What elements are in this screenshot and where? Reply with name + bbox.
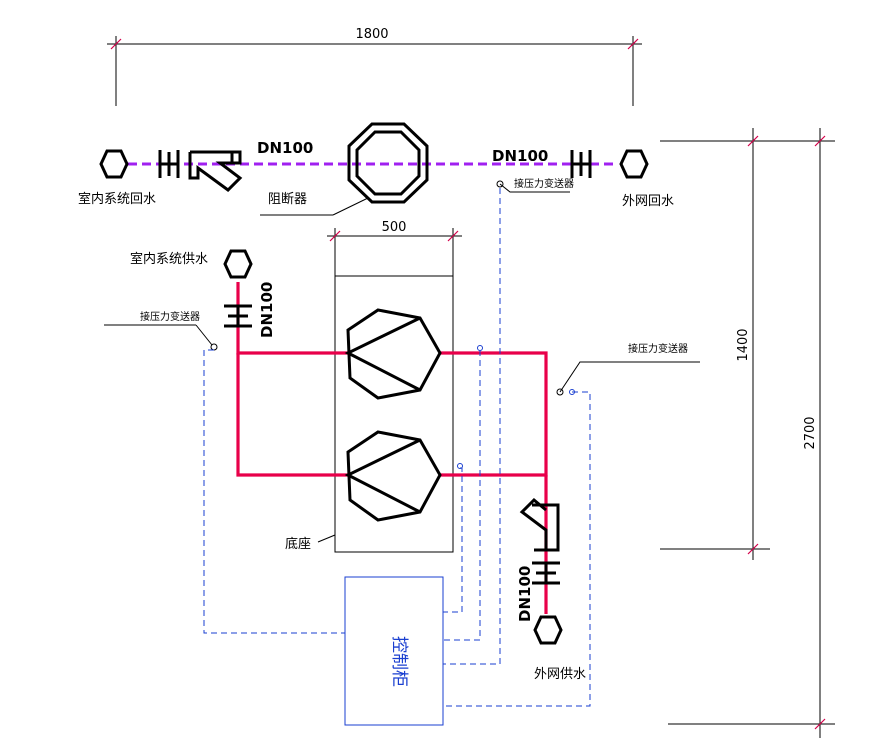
isolator-icon: 阻断器 — [260, 122, 429, 216]
supply-out-pressure-tap-icon: 接压力变送器 — [556, 342, 700, 396]
return-pressure-tap-icon: 接压力变送器 — [496, 177, 574, 193]
supply-valve-inlet-icon — [224, 304, 252, 328]
return-valve-right-icon — [570, 150, 592, 178]
indoor-supply-label: 室内系统供水 — [130, 251, 208, 267]
supply-valve-outlet-icon — [532, 561, 560, 585]
return-transmitter-label: 接压力变送器 — [514, 177, 574, 190]
supply-in-pressure-tap-icon: 接压力变送器 — [104, 310, 218, 351]
dn-return-right-label: DN100 — [492, 147, 548, 165]
isolator-label: 阻断器 — [268, 192, 307, 207]
return-strainer-left-icon — [188, 150, 243, 192]
base-label: 底座 — [285, 536, 311, 552]
indoor-return-port: 室内系统回水 — [78, 149, 156, 207]
supply-in-transmitter-label: 接压力变送器 — [140, 310, 200, 323]
dn-supply-out-label: DN100 — [516, 566, 534, 622]
supply-strainer-outlet-icon — [519, 497, 560, 552]
pump-lower-icon — [344, 430, 442, 522]
control-cabinet-label: 控制柜 — [389, 636, 409, 687]
outdoor-return-port: 外网回水 — [619, 149, 674, 209]
dimension-right-inner-label: 1400 — [736, 328, 751, 361]
outdoor-return-label: 外网回水 — [622, 194, 674, 209]
dimension-right-outer: 2700 — [668, 128, 835, 738]
dimension-top-label: 1800 — [355, 27, 388, 42]
control-cabinet — [344, 576, 444, 726]
pump-upper-icon — [344, 308, 442, 400]
outdoor-supply-port: 外网供水 — [533, 615, 586, 682]
dimension-top: 1800 — [107, 27, 642, 106]
dimension-base-label: 500 — [382, 220, 407, 235]
dimension-right-outer-label: 2700 — [803, 416, 818, 449]
dn-return-left-label: DN100 — [257, 139, 313, 157]
outdoor-supply-label: 外网供水 — [534, 667, 586, 682]
return-valve-left-icon — [158, 150, 180, 178]
indoor-return-label: 室内系统回水 — [78, 191, 156, 207]
dimension-base: 500 — [327, 220, 462, 276]
indoor-supply-port: 室内系统供水 — [130, 249, 253, 279]
supply-out-transmitter-label: 接压力变送器 — [628, 342, 688, 355]
dn-supply-in-label: DN100 — [258, 282, 276, 338]
signal-lines — [203, 188, 591, 707]
pump-base — [334, 275, 454, 553]
dimension-right-inner: 1400 — [660, 128, 770, 560]
